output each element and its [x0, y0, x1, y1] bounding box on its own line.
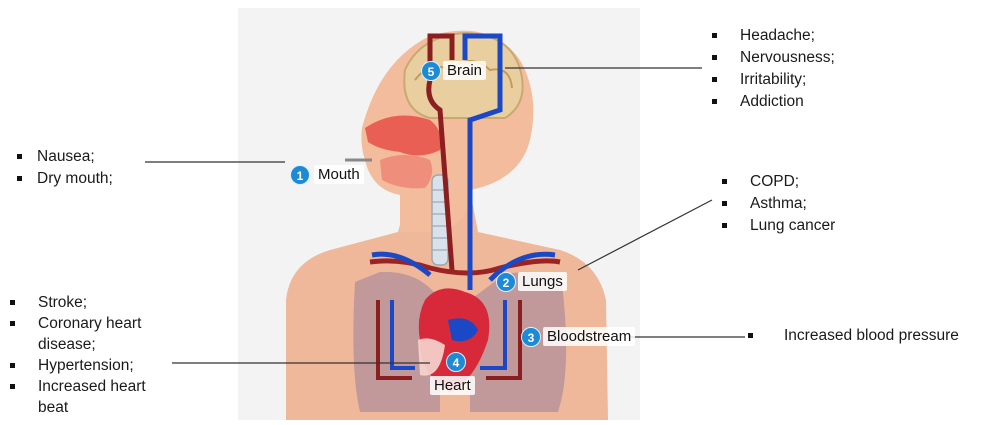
- list-item: Asthma;: [722, 193, 872, 215]
- bloodstream-label: Bloodstream: [543, 327, 635, 346]
- lungs-label: Lungs: [518, 272, 567, 291]
- heart-effects-list: Stroke; Coronary heart disease; Hyperten…: [10, 292, 175, 418]
- list-item: Dry mouth;: [17, 168, 147, 190]
- mouth-number-badge: 1: [290, 165, 310, 185]
- lungs-effects-list: COPD; Asthma; Lung cancer: [722, 171, 872, 237]
- list-item: Nervousness;: [712, 47, 882, 69]
- list-item: Nausea;: [17, 146, 147, 168]
- list-item: Addiction: [712, 91, 882, 113]
- brain-label: Brain: [443, 61, 486, 80]
- list-item: Coronary heart disease;: [10, 313, 175, 355]
- list-item: Lung cancer: [722, 215, 872, 237]
- brain-effects-list: Headache; Nervousness; Irritability; Add…: [712, 25, 882, 113]
- list-item: COPD;: [722, 171, 872, 193]
- list-item: Increased blood pressure: [748, 325, 983, 347]
- bloodstream-effects-list: Increased blood pressure: [748, 325, 983, 347]
- list-item: Irritability;: [712, 69, 882, 91]
- brain-number-badge: 5: [421, 61, 441, 81]
- heart-number-badge: 4: [446, 352, 466, 372]
- lungs-number-badge: 2: [496, 272, 516, 292]
- list-item: Increased heart beat: [10, 376, 175, 418]
- bloodstream-number-badge: 3: [521, 327, 541, 347]
- mouth-label: Mouth: [314, 165, 364, 184]
- mouth-effects-list: Nausea; Dry mouth;: [17, 146, 147, 190]
- list-item: Hypertension;: [10, 355, 175, 376]
- list-item: Headache;: [712, 25, 882, 47]
- heart-label: Heart: [430, 376, 475, 395]
- list-item: Stroke;: [10, 292, 175, 313]
